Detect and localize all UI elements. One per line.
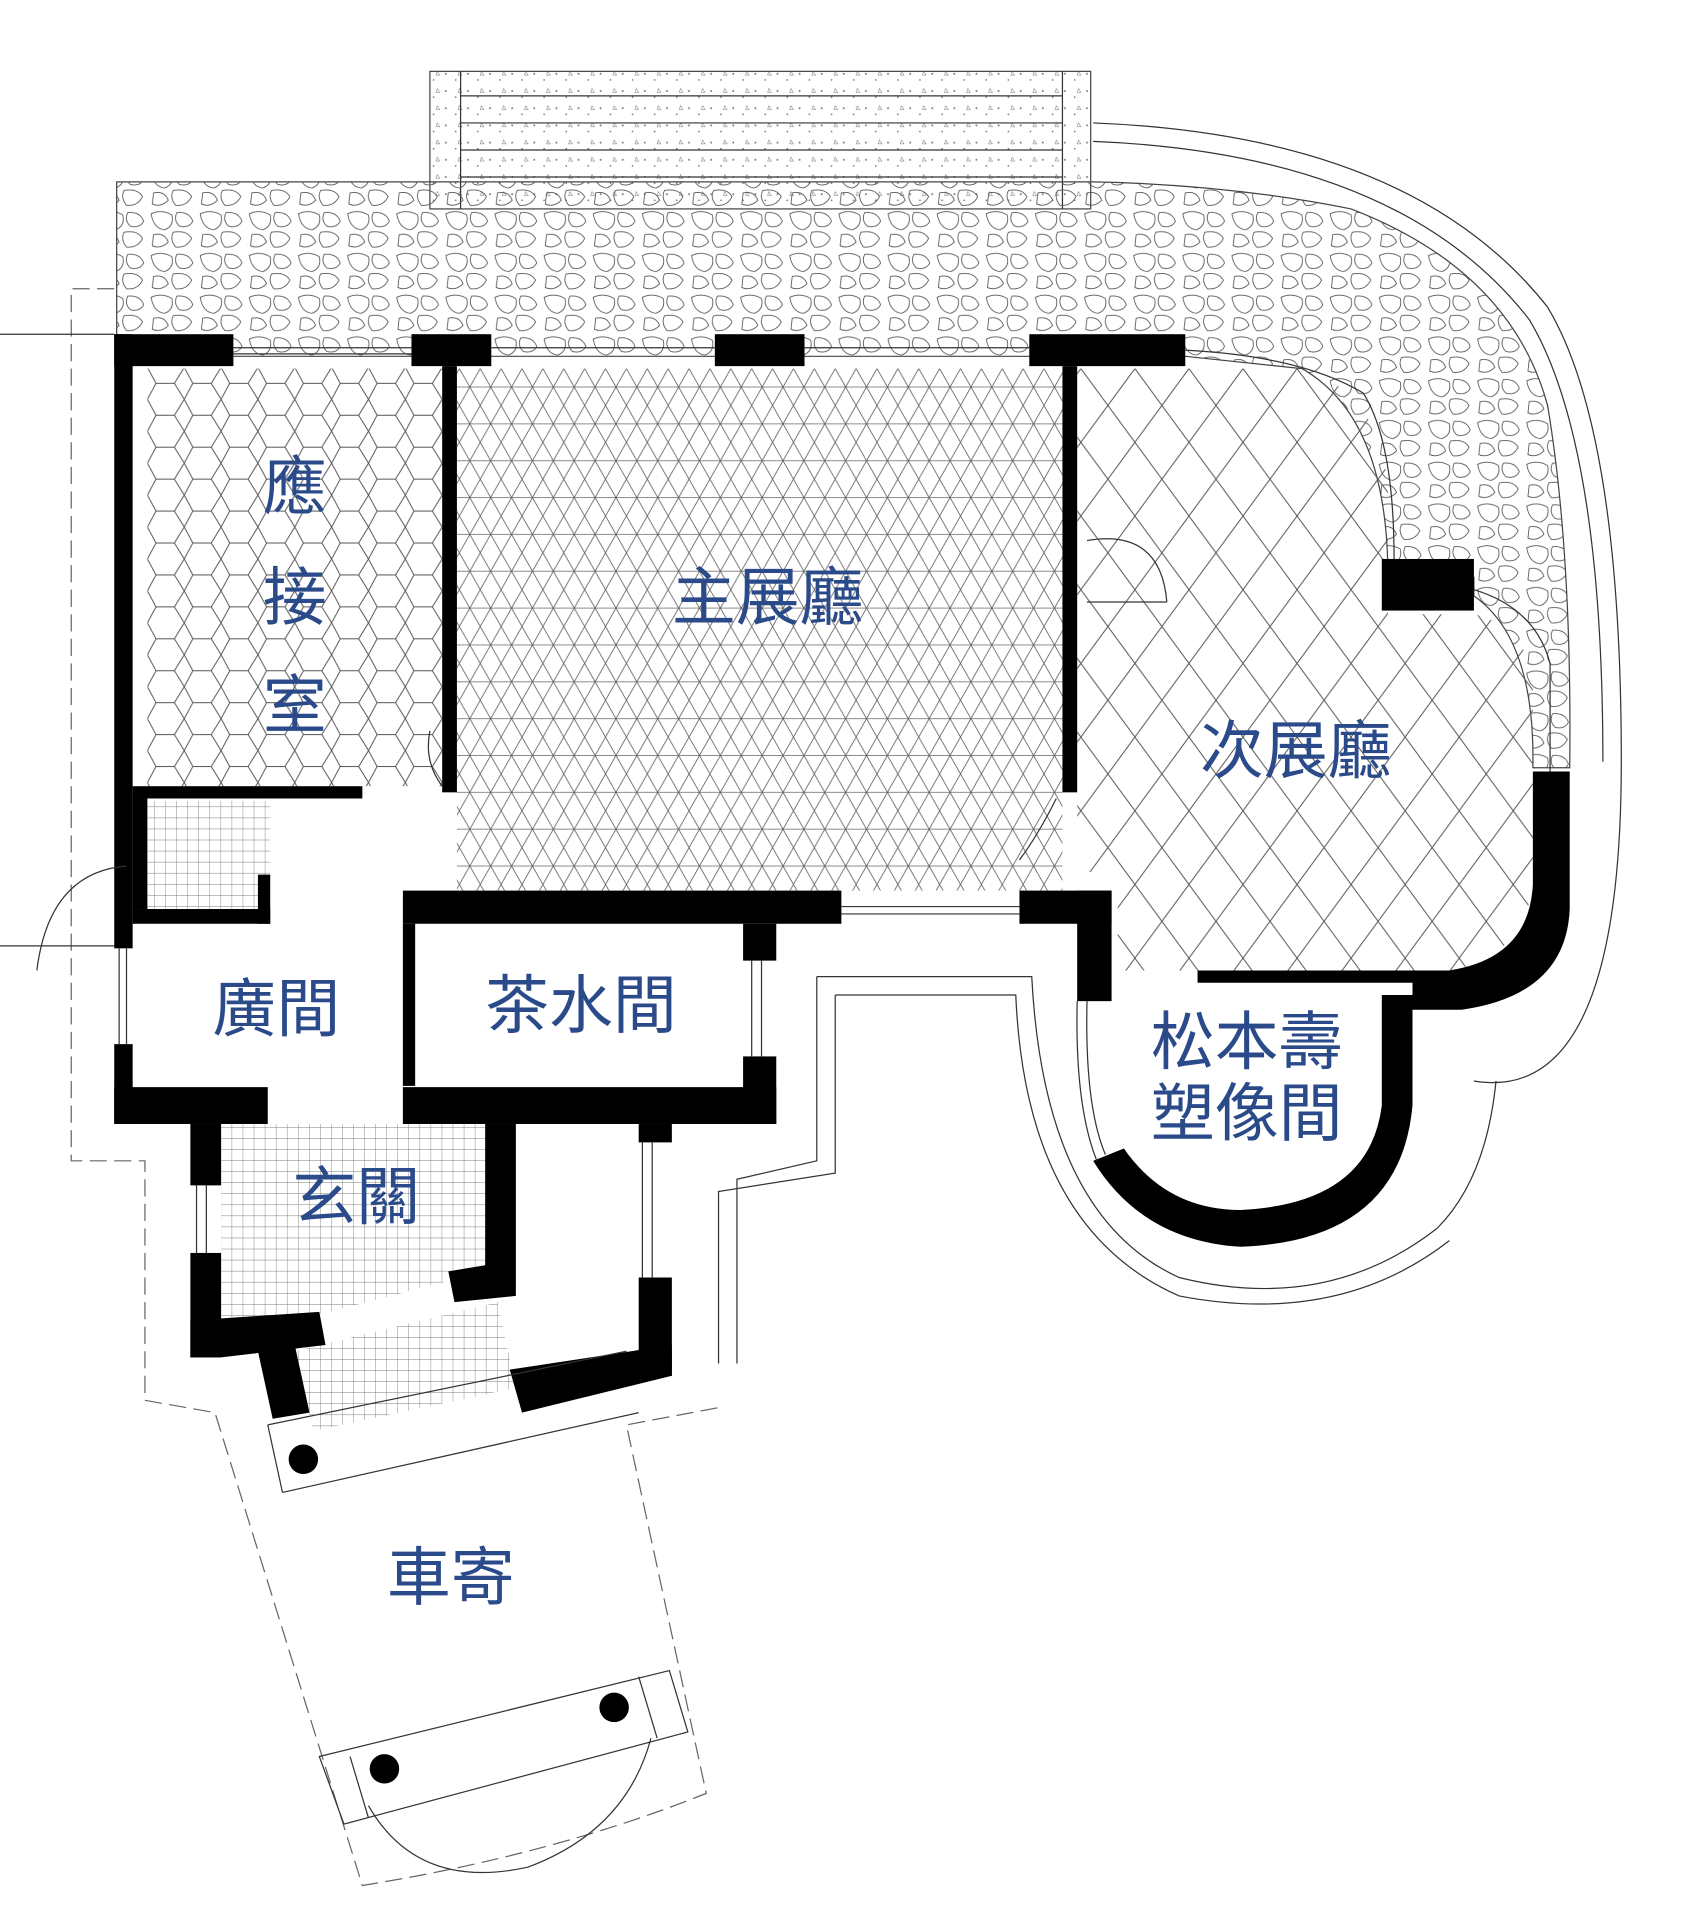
main-hall-floor [456, 368, 1063, 891]
label-second-hall: 次展廳 [1200, 715, 1392, 789]
label-tea-room: 茶水間 [485, 969, 677, 1043]
columns [288, 1444, 629, 1784]
stone-terrace [116, 70, 1622, 1084]
label-reception-3: 室 [263, 670, 327, 744]
label-main-hall: 主展廳 [672, 562, 864, 636]
label-statue-room-1: 松本壽 [1151, 1006, 1343, 1080]
label-statue-room-2: 塑像間 [1151, 1077, 1343, 1151]
walls [114, 334, 1570, 1419]
site-outline [0, 288, 1497, 1887]
entrance-floor [221, 1123, 486, 1321]
label-hall: 廣間 [212, 973, 340, 1047]
label-reception-1: 應 [263, 451, 327, 525]
label-carriage-porch: 車寄 [387, 1542, 515, 1616]
reception-floor [147, 368, 443, 787]
label-entrance: 玄關 [292, 1161, 420, 1235]
label-reception-2: 接 [263, 562, 327, 636]
second-hall-floor [1077, 368, 1533, 971]
step-floor [294, 1302, 516, 1432]
closet-floor [147, 800, 271, 912]
windows [118, 347, 1551, 1278]
room-labels: 應 接 室 主展廳 次展廳 廣間 茶水間 松本壽 塑像間 玄關 車寄 [212, 451, 1391, 1616]
